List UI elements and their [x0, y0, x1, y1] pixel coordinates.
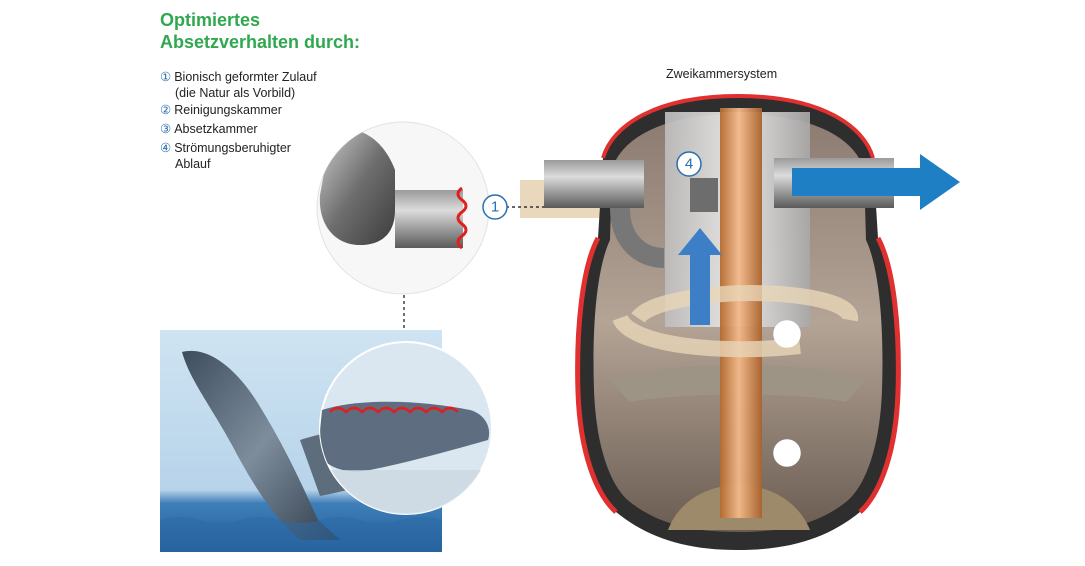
- list-detail: Ablauf: [175, 157, 211, 171]
- list-number: ④: [160, 141, 172, 155]
- callout-3-label: 3: [783, 445, 792, 462]
- list-number: ①: [160, 70, 172, 84]
- callout-2-label: 2: [783, 326, 792, 343]
- tank: [544, 93, 901, 550]
- list-label: Reinigungskammer: [174, 103, 282, 117]
- list-label: Strömungsberuhigter: [174, 141, 291, 155]
- inlet-detail-circle: [316, 121, 490, 295]
- list-label: Bionisch geformter Zulauf: [174, 70, 317, 84]
- fin-detail-circle: [319, 341, 493, 515]
- callout-1: 1: [482, 194, 508, 220]
- callout-2: 2: [773, 320, 801, 348]
- diagram-title: Zweikammersystem: [666, 67, 778, 81]
- headline-line-1: Optimiertes: [160, 10, 261, 30]
- callout-1-label: 1: [491, 199, 499, 216]
- headline: Optimiertes Absetzverhalten durch:: [160, 9, 360, 53]
- headline-line-2: Absetzverhalten durch:: [160, 32, 361, 52]
- list-number: ②: [160, 103, 172, 117]
- callout-4-label: 4: [685, 156, 693, 173]
- list-number: ③: [160, 122, 172, 136]
- list-detail: (die Natur als Vorbild): [175, 86, 296, 100]
- callout-4: 4: [676, 151, 702, 177]
- callout-3: 3: [773, 439, 801, 467]
- outflow-arrow: [792, 154, 960, 210]
- list-label: Absetzkammer: [174, 122, 258, 136]
